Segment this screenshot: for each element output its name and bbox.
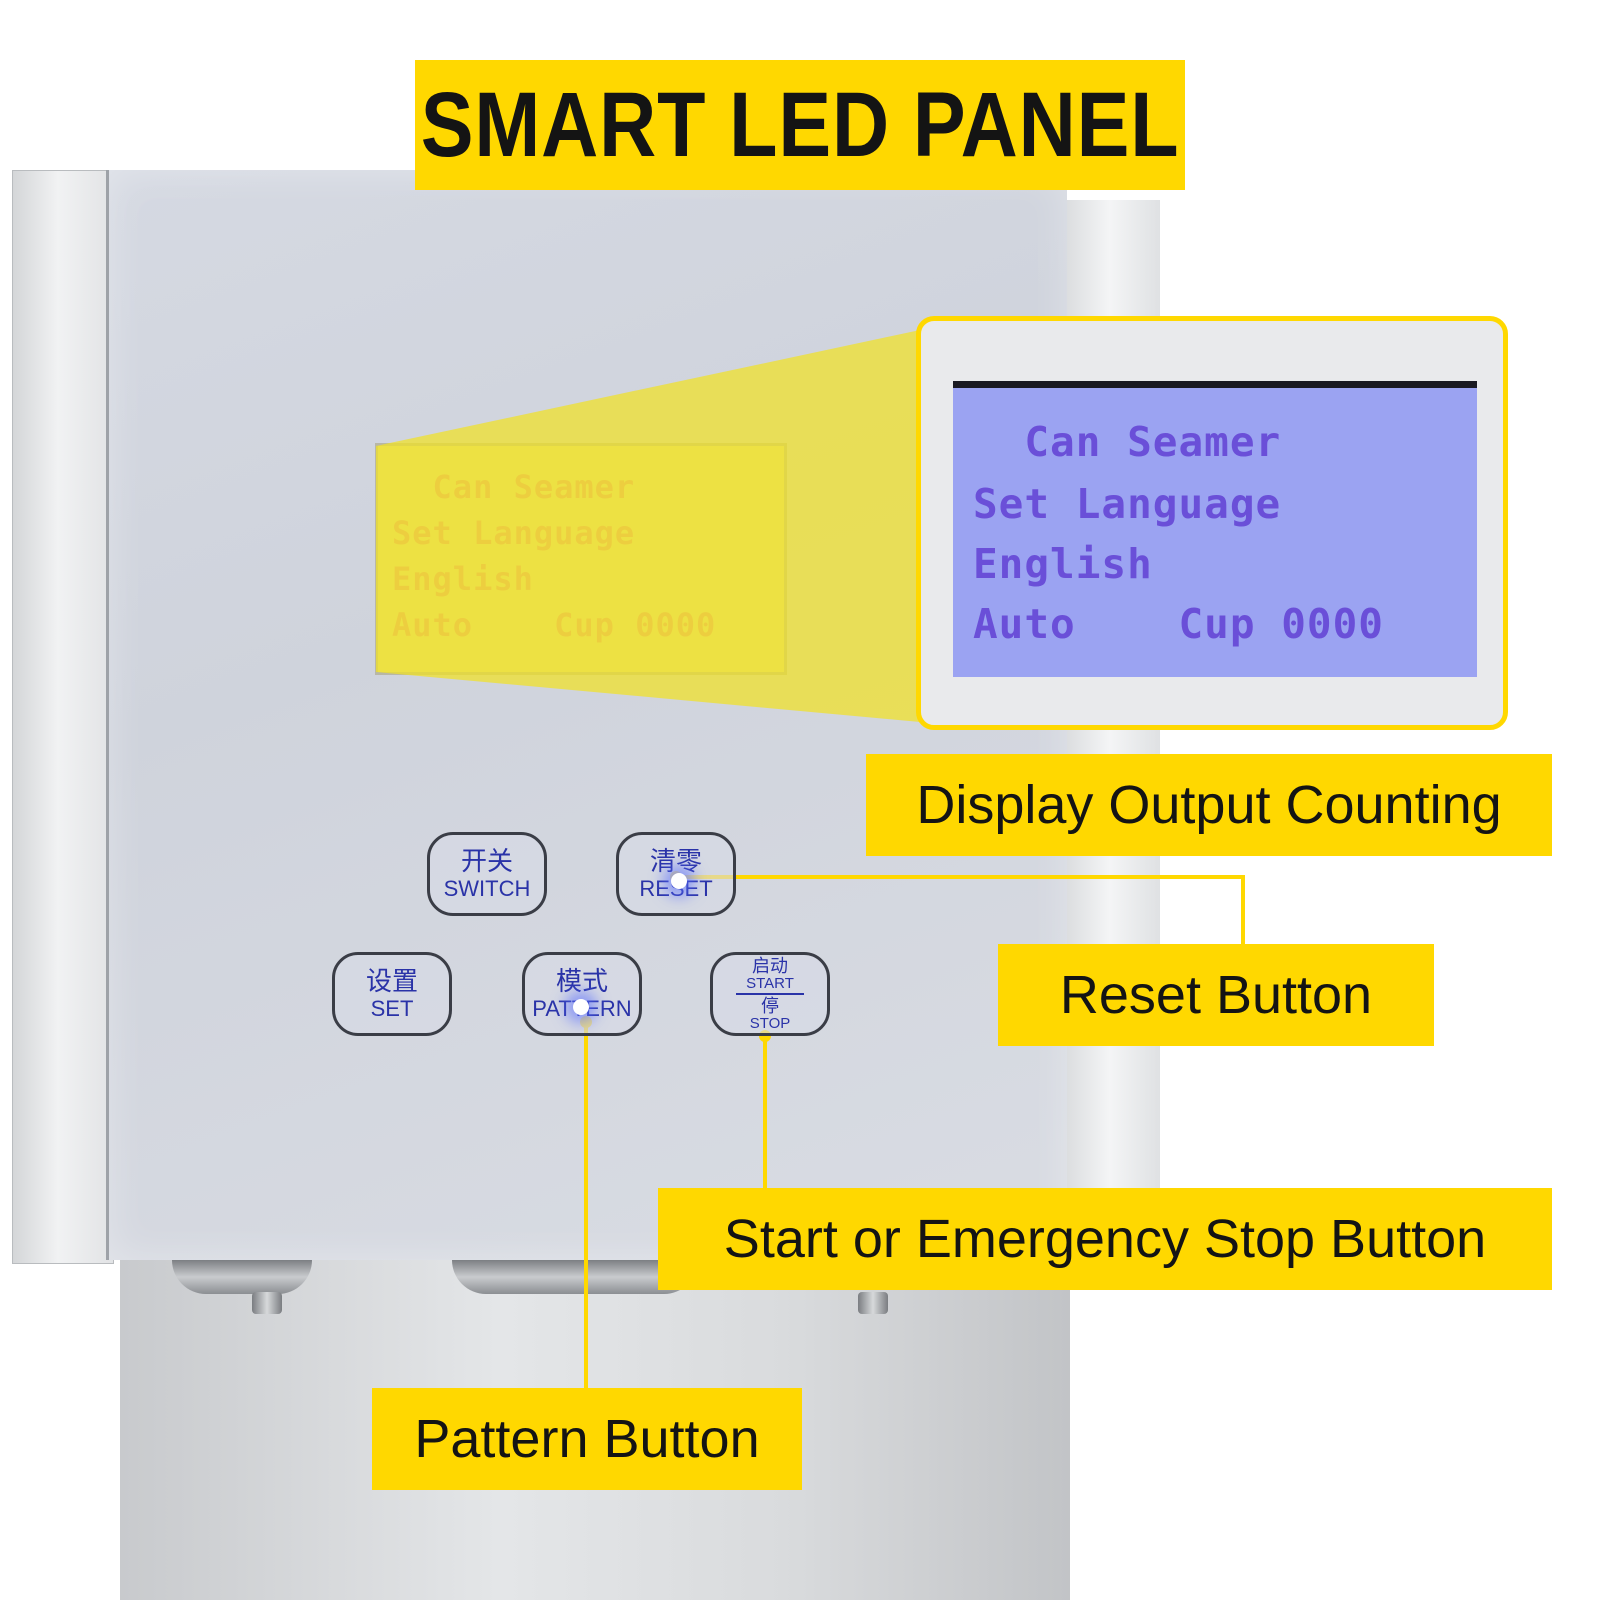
lcd-zoom-line-2: Set Language bbox=[973, 480, 1282, 528]
machine-side-left bbox=[12, 170, 114, 1264]
lcd-line-2: Set Language bbox=[392, 514, 636, 552]
reset-button[interactable]: 清零 RESET bbox=[616, 832, 736, 916]
start-stop-button[interactable]: 启动 START 停 STOP bbox=[710, 952, 830, 1036]
page-title: SMART LED PANEL bbox=[420, 73, 1180, 176]
reset-button-cn: 清零 bbox=[649, 846, 702, 876]
seamer-knob bbox=[172, 1260, 312, 1294]
stop-button-en: STOP bbox=[749, 1015, 791, 1032]
switch-button[interactable]: 开关 SWITCH bbox=[427, 832, 547, 916]
display-callout-text: Display Output Counting bbox=[916, 775, 1502, 835]
bolt-right bbox=[858, 1292, 888, 1314]
switch-button-en: SWITCH bbox=[443, 876, 531, 901]
lcd-zoom-line-1: Can Seamer bbox=[973, 418, 1282, 466]
display-callout: Display Output Counting bbox=[866, 754, 1552, 856]
set-button-en: SET bbox=[370, 996, 414, 1021]
reset-led-icon bbox=[671, 873, 687, 889]
pattern-led-icon bbox=[573, 999, 589, 1015]
seamer-chuck bbox=[452, 1260, 698, 1294]
start-button-en: START bbox=[736, 976, 804, 995]
start-stop-callout-text: Start or Emergency Stop Button bbox=[723, 1209, 1487, 1269]
lcd-display: Can Seamer Set Language English Auto Cup… bbox=[375, 443, 787, 675]
stop-button-cn: 停 bbox=[761, 996, 779, 1016]
switch-button-cn: 开关 bbox=[460, 846, 513, 876]
start-button-cn: 启动 bbox=[752, 956, 788, 976]
bolt-left bbox=[252, 1292, 282, 1314]
set-button-cn: 设置 bbox=[365, 966, 418, 996]
lcd-zoom-line-4: Auto Cup 0000 bbox=[973, 600, 1384, 648]
pattern-button[interactable]: 模式 PATTERN bbox=[522, 952, 642, 1036]
lcd-zoom-line-3: English bbox=[973, 540, 1153, 588]
lcd-line-1: Can Seamer bbox=[392, 468, 636, 506]
pattern-callout: Pattern Button bbox=[372, 1388, 802, 1490]
lcd-zoom-display: Can Seamer Set Language English Auto Cup… bbox=[953, 381, 1477, 677]
set-button[interactable]: 设置 SET bbox=[332, 952, 452, 1036]
reset-callout: Reset Button bbox=[998, 944, 1434, 1046]
title-banner: SMART LED PANEL bbox=[415, 60, 1185, 190]
pattern-callout-text: Pattern Button bbox=[414, 1409, 760, 1469]
lcd-line-3: English bbox=[392, 560, 534, 598]
lcd-line-4: Auto Cup 0000 bbox=[392, 606, 717, 644]
pattern-button-cn: 模式 bbox=[555, 966, 608, 996]
reset-callout-text: Reset Button bbox=[1059, 965, 1373, 1025]
start-stop-callout: Start or Emergency Stop Button bbox=[658, 1188, 1552, 1290]
